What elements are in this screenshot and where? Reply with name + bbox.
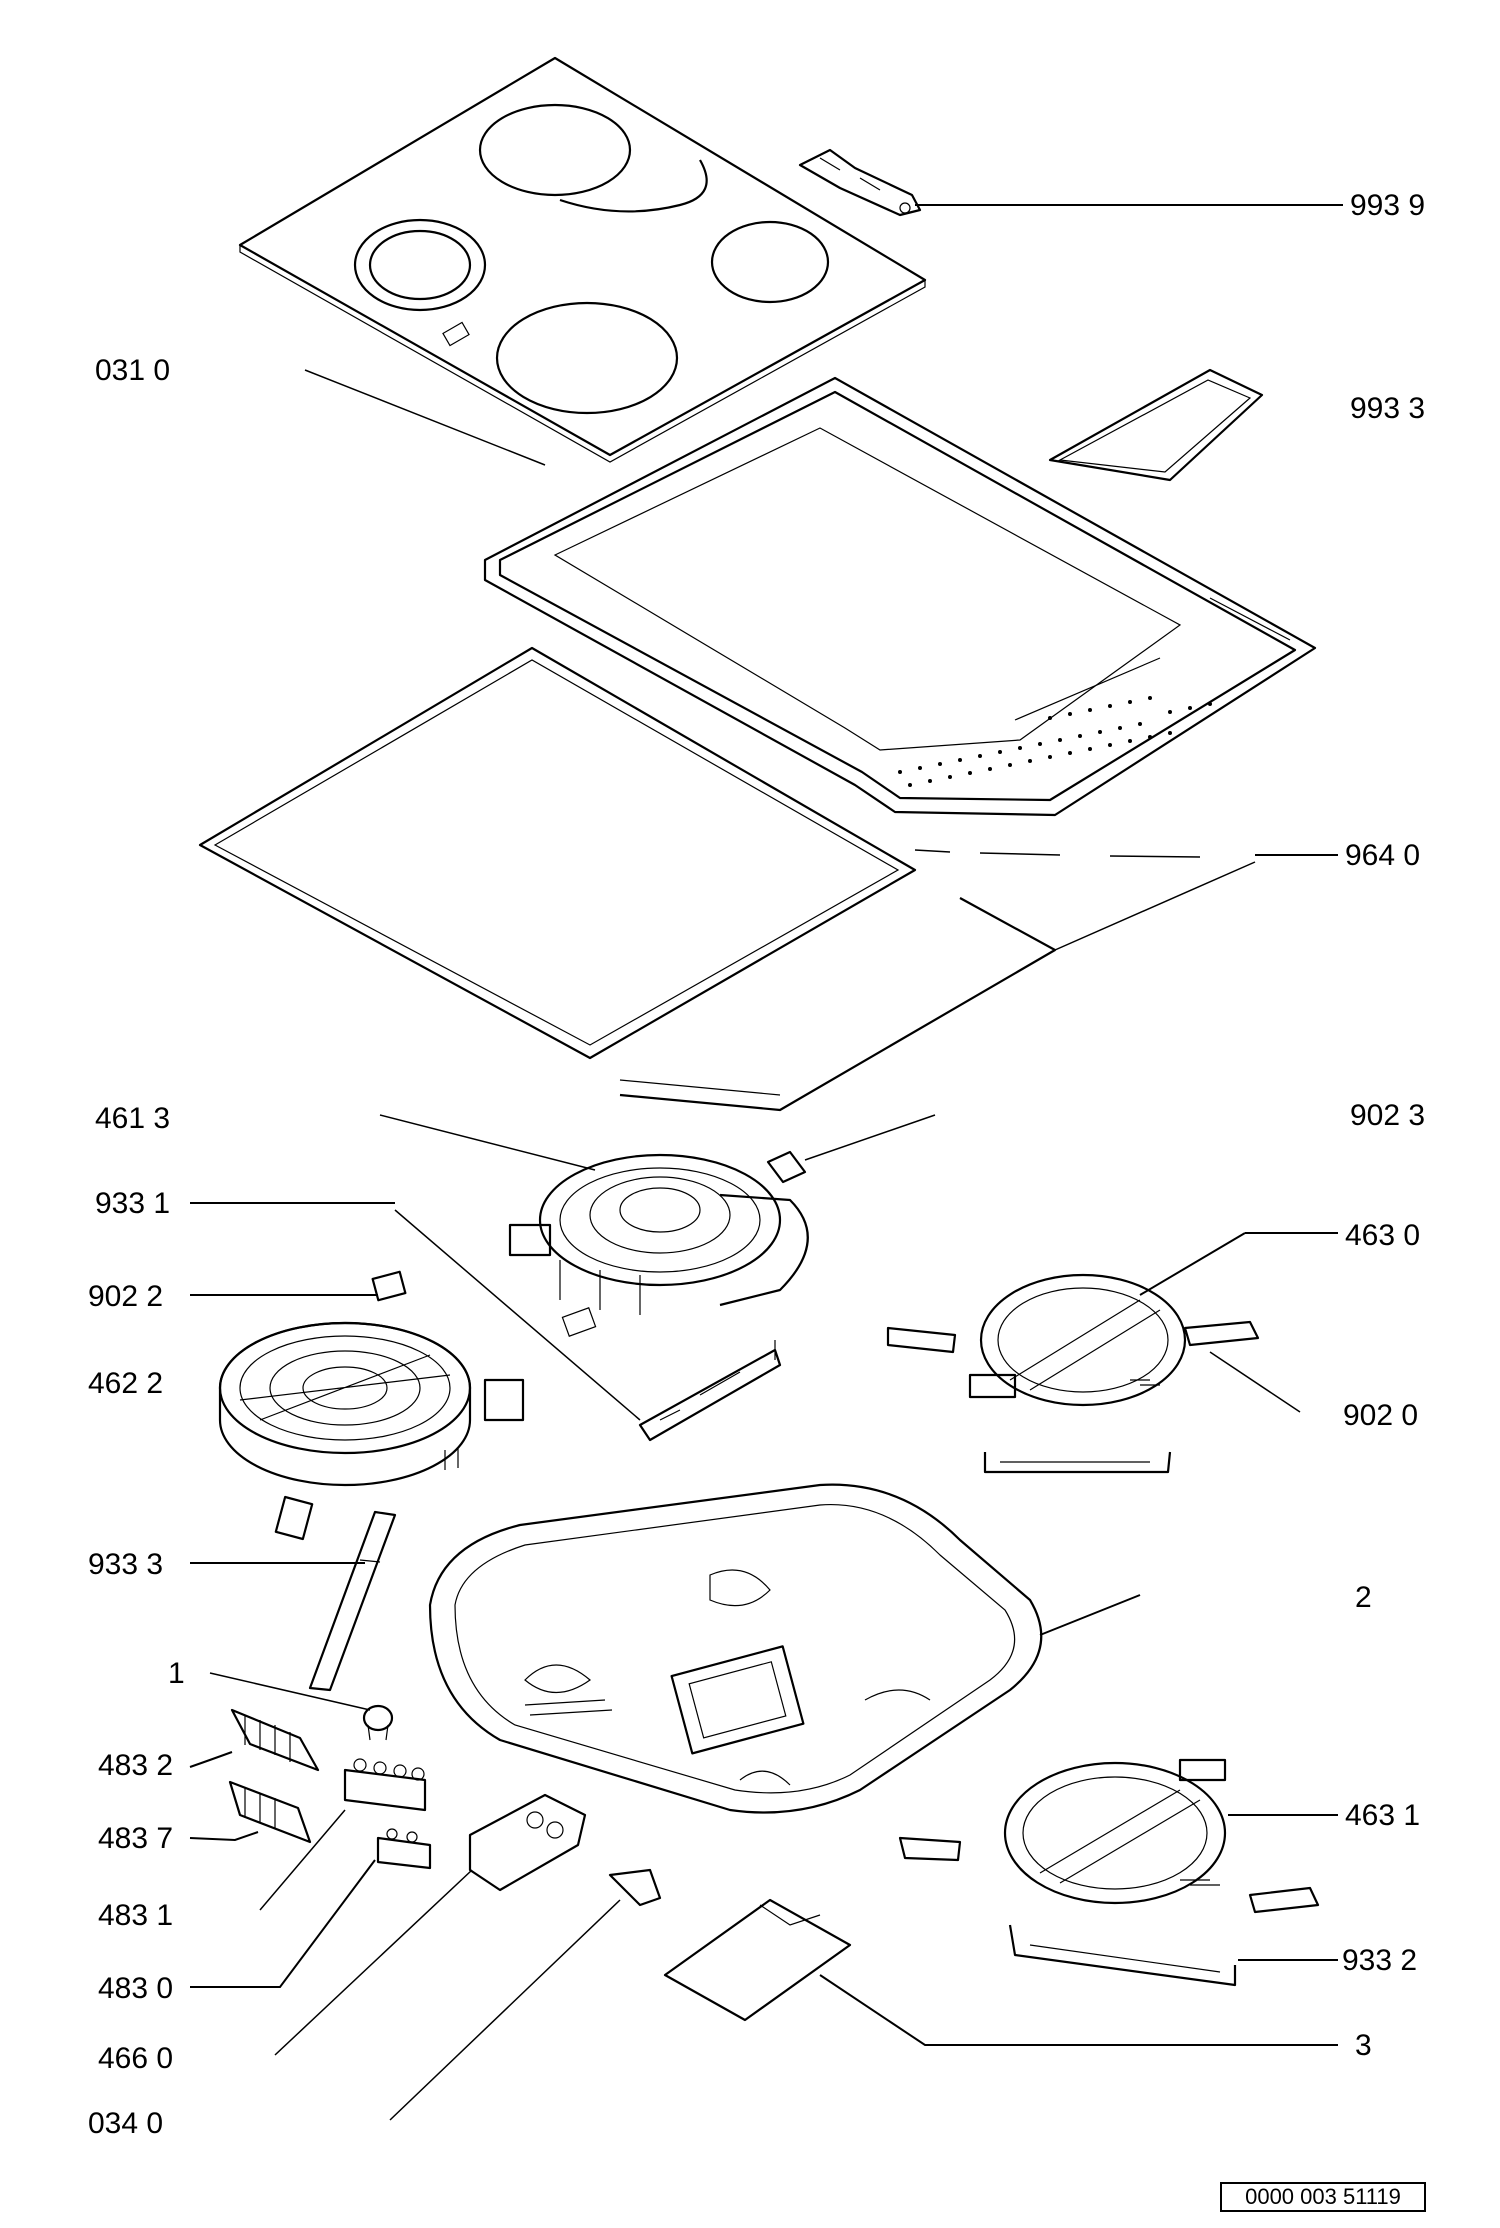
label-0340: 034 0 (88, 2107, 163, 2140)
label-9333: 933 3 (88, 1548, 163, 1581)
label-2: 2 (1355, 1581, 1372, 1614)
small-gasket-part (1048, 368, 1264, 482)
label-9640: 964 0 (1345, 839, 1420, 872)
leader-lines (189, 204, 1343, 2121)
round-heating-element-part (218, 1321, 525, 1487)
label-9332: 933 2 (1342, 1944, 1417, 1977)
seal-gasket-part (198, 646, 1256, 1112)
terminal-block-4837-part (228, 1780, 312, 1844)
leader-4613 (379, 1114, 596, 1171)
leader-9020 (1209, 1351, 1301, 1413)
clip-9023b-part (274, 1495, 314, 1541)
label-9331: 933 1 (95, 1187, 170, 1220)
terminal-block-4830-part (376, 1828, 432, 1870)
label-4830: 483 0 (98, 1972, 173, 2005)
bracket-9333-part (308, 1510, 397, 1692)
label-4832: 483 2 (98, 1749, 173, 1782)
hob-frame-part (483, 376, 1317, 817)
bracket-9331-part (638, 1340, 782, 1442)
label-4613: 461 3 (95, 1102, 170, 1135)
label-4622: 462 2 (88, 1367, 163, 1400)
latch-part (798, 148, 922, 217)
clip-9023-part (766, 1150, 807, 1184)
label-9020: 902 0 (1343, 1399, 1418, 1432)
perforation-dots (898, 696, 1212, 787)
terminal-block-4831-part (343, 1758, 427, 1812)
clamp-0340-part (608, 1868, 662, 1907)
label-9023: 902 3 (1350, 1099, 1425, 1132)
ceramic-hob-top-part (238, 56, 927, 466)
cover-plate-part (663, 1898, 852, 2022)
label-0310: 031 0 (95, 354, 170, 387)
clip-9022-part (371, 1270, 407, 1302)
label-9933: 993 3 (1350, 392, 1425, 425)
base-tray-part (428, 1483, 1043, 1814)
clip-4631-part (898, 1836, 962, 1862)
element-4631-part (1003, 1758, 1320, 1987)
label-4631: 463 1 (1345, 1799, 1420, 1832)
leader-9023 (804, 1114, 936, 1161)
label-9939: 993 9 (1350, 189, 1425, 222)
label-4831: 483 1 (98, 1899, 173, 1932)
label-4630: 463 0 (1345, 1219, 1420, 1252)
label-1: 1 (168, 1657, 185, 1690)
label-9022: 902 2 (88, 1280, 163, 1313)
label-4660: 466 0 (98, 2042, 173, 2075)
oval-heating-element-part (508, 1153, 809, 1337)
label-4837: 483 7 (98, 1822, 173, 1855)
terminal-block-4832-part (230, 1708, 320, 1772)
cap-part (362, 1704, 394, 1741)
element-4630-part (886, 1273, 1260, 1474)
leader-9331 (394, 1209, 641, 1421)
reference-code-box: 0000 003 51119 (1220, 2182, 1426, 2212)
label-3: 3 (1355, 2029, 1372, 2062)
part-labels: 993 9 031 0 993 3 964 0 461 3 902 3 933 … (88, 189, 1425, 2140)
switch-4660-part (468, 1793, 587, 1892)
